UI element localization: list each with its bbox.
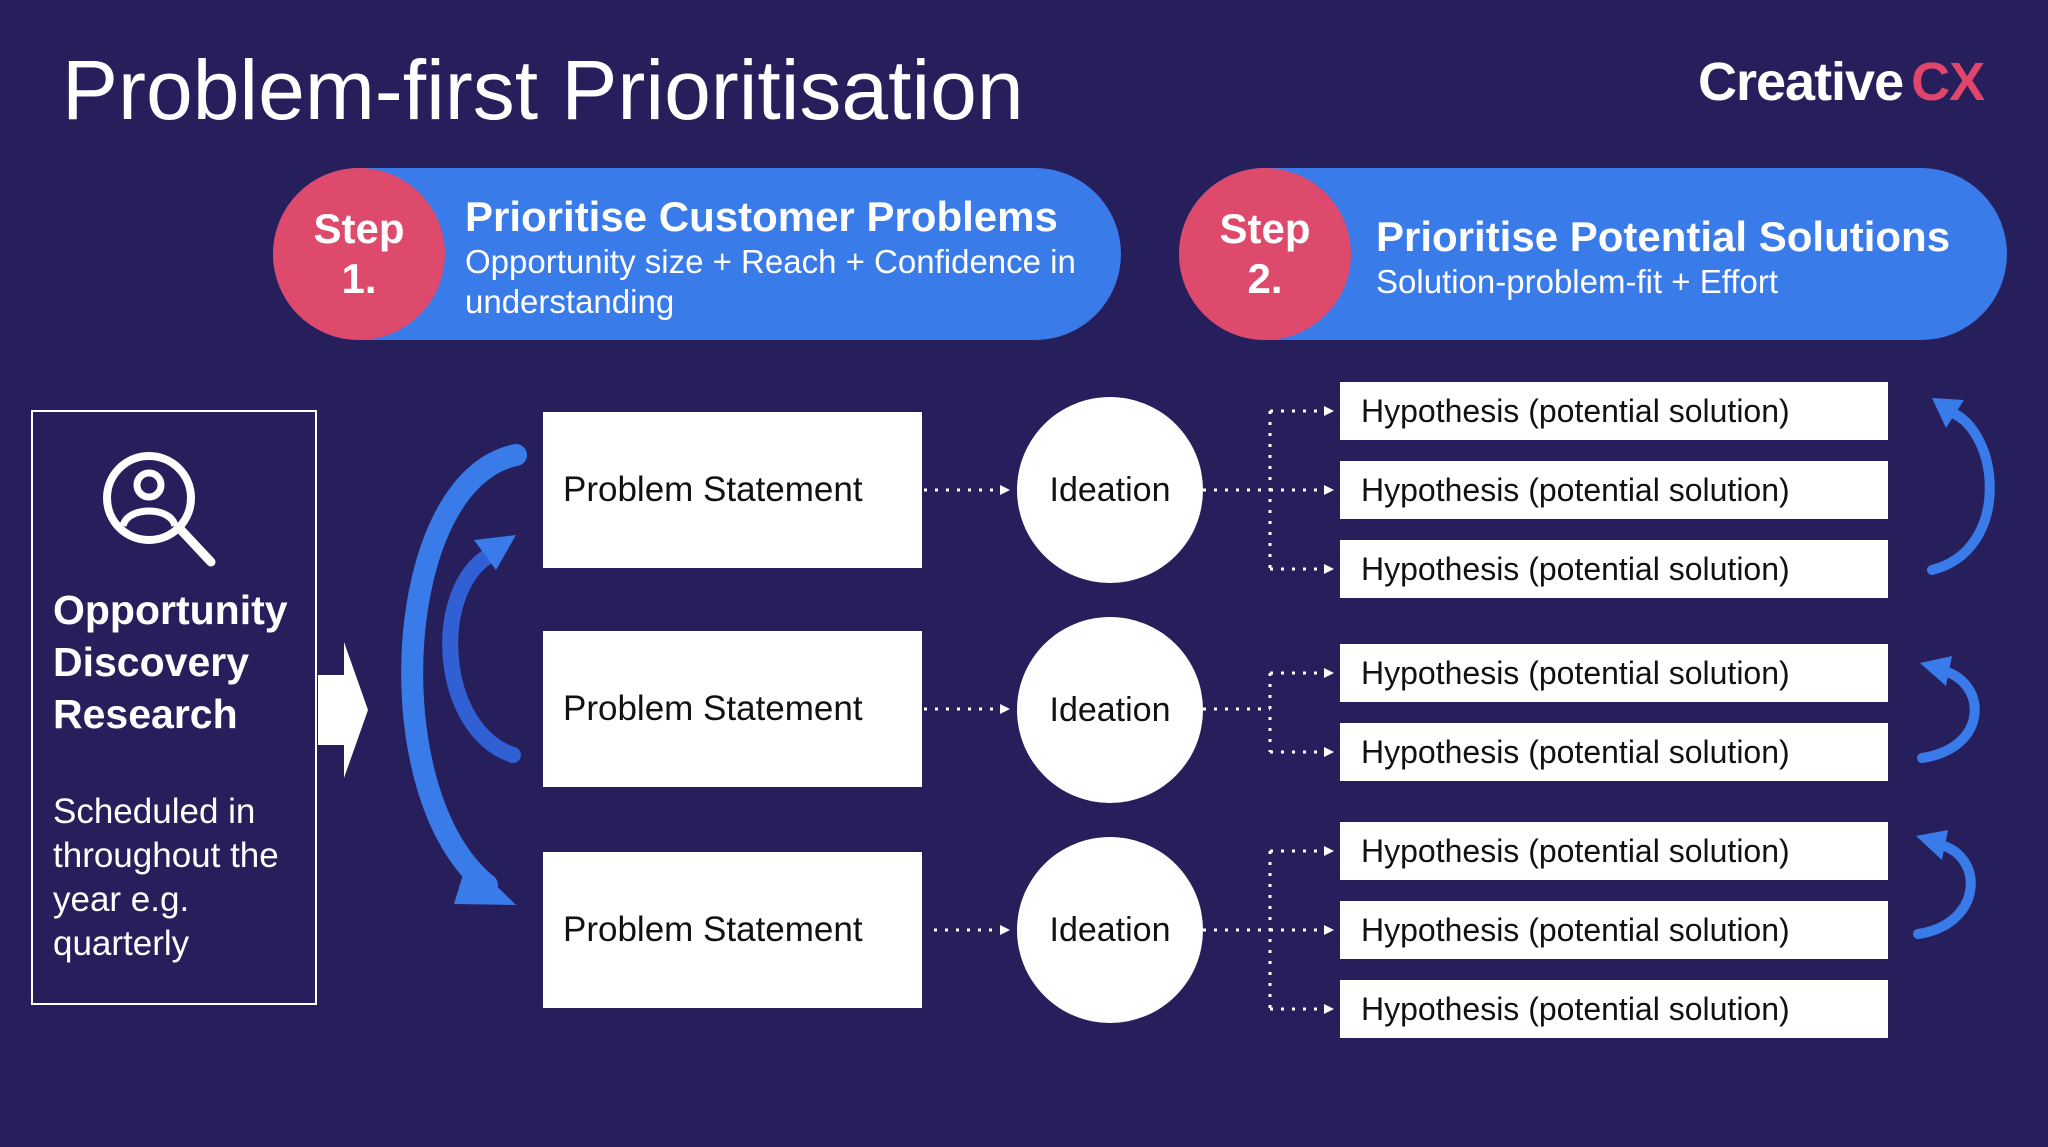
problem-statement-3: Problem Statement — [543, 852, 922, 1008]
step-1-badge-number: 1. — [341, 255, 377, 302]
user-search-icon — [103, 452, 216, 567]
hypothesis-loop-arrow-2-head — [1920, 656, 1952, 686]
step-2-text: Prioritise Potential Solutions Solution-… — [1376, 212, 1976, 302]
hypothesis-loop-arrow-3 — [1913, 839, 1976, 939]
research-flow-arrow — [318, 642, 368, 778]
research-heading-line-3: Research — [53, 691, 238, 737]
hypothesis-2-1: Hypothesis (potential solution) — [1340, 644, 1888, 702]
reprioritise-arrow-down-head — [454, 858, 516, 905]
step-1-heading: Prioritise Customer Problems — [465, 193, 1058, 240]
step-2-badge: Step 2. — [1179, 168, 1351, 340]
hypothesis-loop-arrow-1 — [1927, 407, 1995, 575]
ideation-node-2: Ideation — [1017, 617, 1203, 803]
hypothesis-1-3: Hypothesis (potential solution) — [1340, 540, 1888, 598]
step-2-banner: Step 2. Prioritise Potential Solutions S… — [1179, 168, 2007, 340]
problem-statement-1: Problem Statement — [543, 412, 922, 568]
logo-accent: CX — [1911, 52, 1985, 112]
ideation-node-1: Ideation — [1017, 397, 1203, 583]
hypothesis-3-1: Hypothesis (potential solution) — [1340, 822, 1888, 880]
hypothesis-3-2: Hypothesis (potential solution) — [1340, 901, 1888, 959]
hypothesis-1-2: Hypothesis (potential solution) — [1340, 461, 1888, 519]
step-2-badge-number: 2. — [1247, 255, 1283, 302]
step-2-badge-label: Step — [1219, 205, 1311, 252]
step-1-badge-label: Step — [313, 205, 405, 252]
hypothesis-2-2: Hypothesis (potential solution) — [1340, 723, 1888, 781]
reprioritise-arrow-down — [401, 444, 527, 896]
step-2-heading: Prioritise Potential Solutions — [1376, 213, 1951, 260]
step-1-text: Prioritise Customer Problems Opportunity… — [465, 192, 1085, 322]
logo-word: Creative — [1698, 52, 1904, 112]
step-1-badge: Step 1. — [273, 168, 445, 340]
step-2-subtitle: Solution-problem-fit + Effort — [1376, 263, 1778, 300]
page-title: Problem-first Prioritisation — [62, 43, 1024, 137]
research-note: Scheduled in throughout the year e.g. qu… — [53, 792, 279, 963]
problem-statement-2: Problem Statement — [543, 631, 922, 787]
research-heading: Opportunity Discovery Research — [53, 584, 288, 740]
hypothesis-loop-arrow-3-head — [1916, 830, 1948, 860]
step-1-subtitle: Opportunity size + Reach + Confidence in… — [465, 243, 1076, 320]
opportunity-discovery-box: Opportunity Discovery Research Scheduled… — [31, 410, 317, 1005]
hypothesis-1-1: Hypothesis (potential solution) — [1340, 382, 1888, 440]
research-heading-line-2: Discovery — [53, 639, 250, 685]
reprioritise-arrow-up-head — [474, 535, 516, 570]
hypothesis-loop-arrow-1-head — [1932, 398, 1964, 428]
research-heading-line-1: Opportunity — [53, 587, 288, 633]
hypothesis-3-3: Hypothesis (potential solution) — [1340, 980, 1888, 1038]
reprioritise-arrow-up — [442, 547, 521, 763]
step-1-banner: Step 1. Prioritise Customer Problems Opp… — [273, 168, 1121, 340]
ideation-node-3: Ideation — [1017, 837, 1203, 1023]
hypothesis-loop-arrow-2 — [1917, 665, 1980, 763]
